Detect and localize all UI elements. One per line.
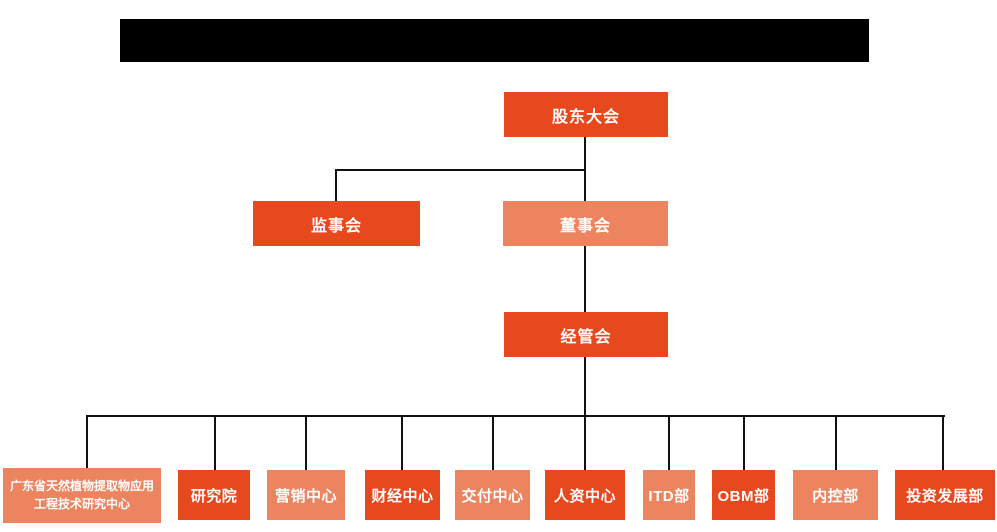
redacted-title-bar	[120, 19, 869, 62]
node-dept-marketing-center: 营销中心	[267, 470, 345, 520]
connector-level2-horizontal	[335, 169, 586, 171]
connector-to-supervisory	[335, 169, 337, 202]
connector-drop-marketing-center	[305, 415, 307, 470]
connector-management-down	[584, 357, 586, 416]
connector-drop-investment-dev	[942, 415, 944, 470]
node-dept-hr-center: 人资中心	[545, 470, 625, 520]
connector-drop-obm-dept	[743, 415, 745, 470]
node-supervisory-board: 监事会	[253, 201, 420, 246]
connector-drop-delivery-center	[492, 415, 494, 470]
connector-board-to-management	[584, 246, 586, 312]
connector-drop-finance-center	[401, 415, 403, 470]
node-shareholders-meeting: 股东大会	[504, 92, 668, 137]
node-dept-obm: OBM部	[712, 470, 775, 520]
connector-drop-research-center	[86, 415, 88, 470]
node-dept-internal-control: 内控部	[793, 470, 878, 520]
connector-departments-bus	[86, 415, 945, 417]
node-dept-investment-development: 投资发展部	[895, 470, 995, 520]
node-management-committee: 经管会	[504, 312, 668, 357]
connector-drop-research-institute	[214, 415, 216, 470]
node-dept-itd: ITD部	[643, 470, 695, 520]
connector-drop-internal-control	[835, 415, 837, 470]
node-dept-guangdong-plant-extract-research-center: 广东省天然植物提取物应用工程技术研究中心	[3, 468, 161, 523]
node-dept-delivery-center: 交付中心	[455, 470, 530, 520]
connector-drop-hr-center	[584, 415, 586, 470]
node-dept-research-institute: 研究院	[178, 470, 250, 520]
connector-drop-itd-dept	[668, 415, 670, 470]
node-board-of-directors: 董事会	[503, 201, 668, 246]
node-dept-finance-center: 财经中心	[365, 470, 440, 520]
